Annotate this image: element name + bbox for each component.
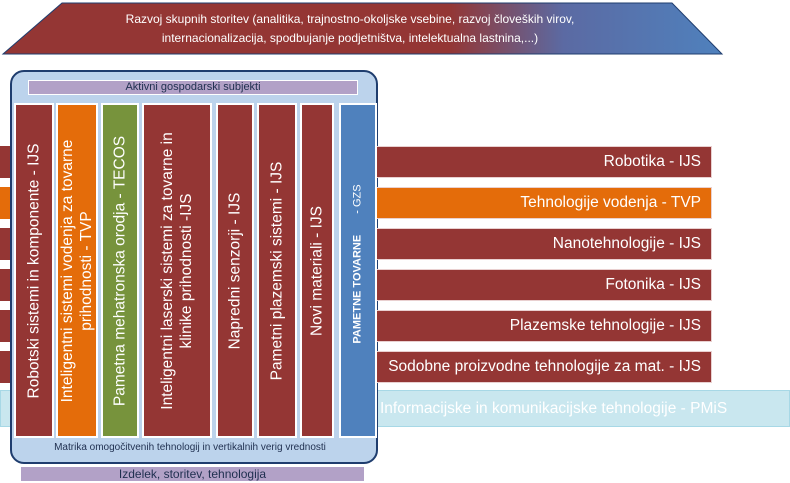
column-label: Inteligentni sistemi vodenja za tovarne bbox=[59, 139, 76, 402]
roof-line-1: Razvoj skupnih storitev (analitika, traj… bbox=[125, 12, 575, 26]
row-sodobne-proizvodne-tehnologije: Sodobne proizvodne tehnologije za mat. -… bbox=[370, 351, 712, 383]
matrix-caption: Matrika omogočitvenih tehnologij in vert… bbox=[54, 442, 326, 453]
row-plazemske-tehnologije: Plazemske tehnologije - IJS bbox=[370, 310, 712, 342]
roof-shape bbox=[1, 2, 724, 55]
pillar-small-label: - GZS bbox=[351, 184, 364, 214]
roof-text: Razvoj skupnih storitev (analitika, traj… bbox=[60, 10, 640, 48]
pillar-label: PAMETNE TOVARNE bbox=[351, 234, 364, 344]
row-tehnologije-vodenja: Tehnologije vodenja - TVP bbox=[370, 187, 712, 219]
column-label: Novi materiali - IJS bbox=[308, 205, 326, 336]
row-nanotehnologije: Nanotehnologije - IJS bbox=[370, 228, 712, 260]
column-napredni-senzorji: Napredni senzorji - IJS bbox=[216, 103, 254, 438]
column-pametna-mehatronska-orodja: Pametna mehatronska orodja - TECOS bbox=[101, 103, 139, 438]
column-inteligentni-laserski-sistemi: Inteligentni laserski sistemi za tovarne… bbox=[142, 103, 212, 438]
roof-line-2: internacionalizacija, spodbujanje podjet… bbox=[161, 31, 539, 45]
column-label: Robotski sistemi in komponente - IJS bbox=[25, 143, 43, 398]
top-bar: Aktivni gospodarski subjekti bbox=[28, 80, 358, 95]
row-robotika: Robotika - IJS bbox=[370, 146, 712, 178]
column-pametni-plazemski-sistemi: Pametni plazemski sistemi - IJS bbox=[257, 103, 297, 438]
ict-row-label: Informacijske in komunikacijske tehnolog… bbox=[380, 400, 728, 417]
column-label: prihodnosti - TVP bbox=[78, 210, 95, 331]
column-inteligentni-sistemi-vodenja: Inteligentni sistemi vodenja za tovarne … bbox=[56, 103, 98, 438]
column-novi-materiali: Novi materiali - IJS bbox=[300, 103, 334, 438]
row-fotonika: Fotonika - IJS bbox=[370, 269, 712, 301]
column-label: Napredni senzorji - IJS bbox=[226, 192, 244, 349]
column-robotski-sistemi: Robotski sistemi in komponente - IJS bbox=[14, 103, 54, 438]
column-label: Pametna mehatronska orodja - TECOS bbox=[111, 135, 129, 406]
column-label: Pametni plazemski sistemi - IJS bbox=[268, 161, 286, 380]
bottom-bar: Izdelek, storitev, tehnologija bbox=[20, 466, 365, 482]
pillar-pametne-tovarne: PAMETNE TOVARNE - GZS bbox=[339, 103, 377, 438]
column-label: Inteligentni laserski sistemi za tovarne… bbox=[159, 131, 176, 410]
column-label: klinike prihodnosti -IJS bbox=[178, 192, 195, 349]
